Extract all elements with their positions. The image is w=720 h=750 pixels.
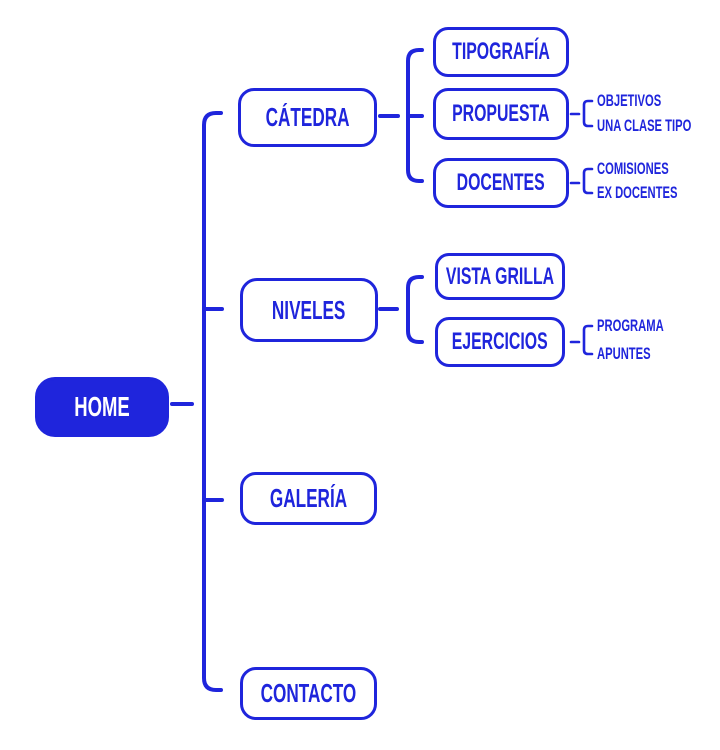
node-tipografia-label: TIPOGRAFÍA	[452, 38, 550, 65]
node-docentes: DOCENTES	[433, 158, 569, 208]
node-ejercicios-label: EJERCICIOS	[452, 328, 548, 355]
node-galeria: GALERÍA	[240, 472, 377, 525]
docentes-bracket	[582, 167, 594, 195]
leaf-una-clase-tipo: UNA CLASE TIPO	[597, 117, 720, 135]
node-galeria-label: GALERÍA	[269, 483, 348, 513]
niveles-bracket	[406, 275, 424, 344]
node-vista-grilla: VISTA GRILLA	[435, 253, 565, 300]
leaf-comisiones: COMISIONES	[597, 160, 706, 178]
leaf-programa: PROGRAMA	[597, 317, 698, 335]
leaf-ex-docentes: EX DOCENTES	[597, 184, 719, 202]
node-tipografia: TIPOGRAFÍA	[433, 27, 569, 77]
node-niveles-label: NIVELES	[272, 294, 346, 325]
node-propuesta: PROPUESTA	[433, 88, 569, 140]
node-niveles: NIVELES	[240, 278, 378, 342]
node-ejercicios: EJERCICIOS	[435, 317, 565, 367]
leaf-apuntes-label: APUNTES	[597, 344, 651, 363]
leaf-ex-docentes-label: EX DOCENTES	[597, 183, 678, 202]
node-vista-grilla-label: VISTA GRILLA	[445, 262, 555, 290]
propuesta-bracket	[582, 99, 594, 128]
catedra-bracket	[406, 48, 424, 183]
node-propuesta-label: PROPUESTA	[452, 100, 550, 127]
leaf-objetivos: OBJETIVOS	[597, 92, 694, 110]
node-home: HOME	[35, 377, 169, 437]
node-contacto: CONTACTO	[240, 667, 377, 720]
leaf-comisiones-label: COMISIONES	[597, 159, 669, 178]
node-docentes-label: DOCENTES	[456, 169, 546, 196]
node-catedra-label: CÁTEDRA	[265, 102, 350, 132]
ejercicios-bracket	[582, 324, 594, 356]
leaf-objetivos-label: OBJETIVOS	[597, 91, 662, 110]
main-spine-line	[202, 111, 223, 692]
node-catedra: CÁTEDRA	[238, 88, 377, 147]
node-home-label: HOME	[74, 391, 130, 422]
leaf-apuntes: APUNTES	[597, 345, 678, 363]
leaf-programa-label: PROGRAMA	[597, 316, 664, 335]
leaf-una-clase-tipo-label: UNA CLASE TIPO	[597, 116, 692, 135]
node-contacto-label: CONTACTO	[260, 678, 357, 708]
